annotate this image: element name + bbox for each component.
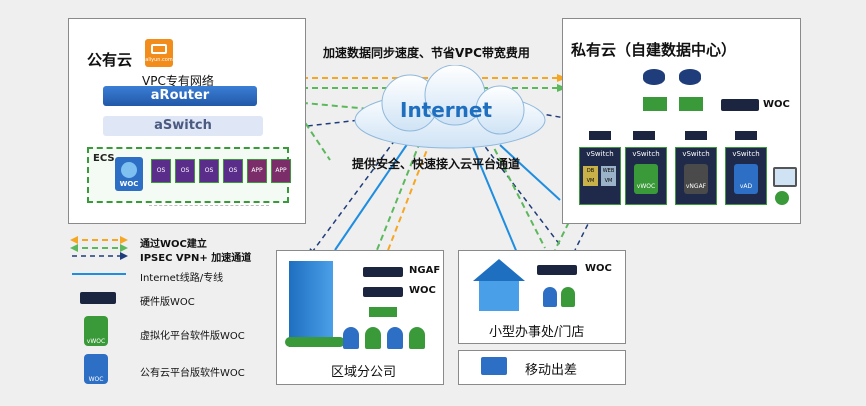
public-cloud-panel: 公有云 aliyun.com VPC专有网络 aRouter aSwitch E… <box>68 18 306 224</box>
vwoc-icon: vWOC <box>84 316 108 346</box>
office-building-icon <box>289 261 333 347</box>
ecs-woc-text: WOC <box>119 180 139 188</box>
access-switch-icon-2 <box>633 131 655 140</box>
legend-item-woc-tunnel: 通过WOC建立 <box>140 239 207 250</box>
office-user-icon-2 <box>561 287 575 307</box>
small-office-panel: WOC 小型办事处/门店 <box>458 250 626 344</box>
building-shrubs-icon <box>285 337 345 347</box>
private-cloud-panel: 私有云（自建数据中心） WOC vSwitch DB VM WEB VM vSw… <box>562 18 801 224</box>
core-switch-icon-2 <box>679 97 703 111</box>
legend: 通过WOC建立 IPSEC VPN+ 加速通道 Internet线路/专线 硬件… <box>70 232 270 392</box>
ngaf-device-icon <box>363 267 403 277</box>
arouter-bar: aRouter <box>103 86 257 106</box>
legend-item-ipsec: IPSEC VPN+ 加速通道 <box>140 253 252 264</box>
legend-item-virtual-woc: 虚拟化平台软件版WOC <box>140 331 245 342</box>
office-woc-label: WOC <box>585 263 612 274</box>
vswitch-label-1: vSwitch <box>586 150 614 158</box>
aliyun-logo-icon: aliyun.com <box>145 39 173 67</box>
vm-app-1: APP <box>247 159 267 183</box>
ecs-shadow-divider <box>149 205 269 218</box>
server-rack-3: vSwitch vNGAF <box>675 147 717 205</box>
small-office-title: 小型办事处/门店 <box>489 325 585 340</box>
branch-woc-device-icon <box>363 287 403 297</box>
router-icon-2 <box>679 69 701 85</box>
ecs-group: ECS WOC OS OS OS OS APP APP <box>87 147 291 203</box>
legend-item-internet: Internet线路/专线 <box>140 273 224 284</box>
vad-card: vAD <box>734 164 758 194</box>
user-icon-3 <box>387 327 403 349</box>
hardware-woc-icon <box>80 292 116 304</box>
mobile-title: 移动出差 <box>525 363 578 378</box>
public-cloud-title: 公有云 <box>87 51 133 69</box>
access-switch-icon-3 <box>685 131 707 140</box>
vswitch-label-2: vSwitch <box>632 150 660 158</box>
vm-os-2: OS <box>175 159 195 183</box>
private-woc-label: WOC <box>763 99 790 110</box>
office-user-icon-1 <box>543 287 557 307</box>
legend-item-cloud-woc: 公有云平台版软件WOC <box>140 368 245 379</box>
core-switch-icon-1 <box>643 97 667 111</box>
web-vm-card: WEB VM <box>601 166 616 186</box>
branch-woc-label: WOC <box>409 285 436 296</box>
access-switch-icon-1 <box>589 131 611 140</box>
server-rack-4: vSwitch vAD <box>725 147 767 205</box>
internet-bottom-text: 提供安全、快速接入云平台通道 <box>352 157 521 171</box>
access-switch-icon-4 <box>735 131 757 140</box>
vwoc-card: vWOC <box>634 164 658 194</box>
db-vm-card: DB VM <box>583 166 598 186</box>
user-icon-1 <box>343 327 359 349</box>
internet-label: Internet <box>400 98 493 122</box>
vpc-label: VPC专有网络 <box>142 74 214 88</box>
internet-top-text: 加速数据同步速度、节省VPC带宽费用 <box>323 46 530 60</box>
private-woc-device-icon <box>721 99 759 111</box>
vngaf-card: vNGAF <box>684 164 708 194</box>
branch-panel: NGAF WOC 区域分公司 <box>276 250 444 385</box>
wifi-icon <box>775 191 789 205</box>
branch-switch-icon <box>369 307 397 317</box>
legend-item-hardware-woc: 硬件版WOC <box>140 297 195 308</box>
vm-os-1: OS <box>151 159 171 183</box>
aliyun-logo-text: aliyun.com <box>145 57 173 63</box>
vswitch-label-4: vSwitch <box>732 150 760 158</box>
mobile-panel: 移动出差 <box>458 350 626 385</box>
branch-users-group <box>343 327 439 351</box>
user-icon-2 <box>365 327 381 349</box>
laptop-user-icon <box>481 357 507 375</box>
branch-title: 区域分公司 <box>331 365 397 380</box>
vswitch-label-3: vSwitch <box>682 150 710 158</box>
home-office-icon <box>473 259 525 311</box>
woc-cloud-icon: WOC <box>115 157 143 191</box>
office-users-group <box>543 287 593 311</box>
vm-app-2: APP <box>271 159 291 183</box>
ecs-label: ECS <box>93 153 115 164</box>
router-icon-1 <box>643 69 665 85</box>
server-rack-1: vSwitch DB VM WEB VM <box>579 147 621 205</box>
ngaf-label: NGAF <box>409 265 441 276</box>
user-icon-4 <box>409 327 425 349</box>
vm-os-3: OS <box>199 159 219 183</box>
monitor-icon <box>773 167 797 187</box>
cloud-woc-icon: WOC <box>84 354 108 384</box>
server-rack-2: vSwitch vWOC <box>625 147 667 205</box>
aswitch-bar: aSwitch <box>103 116 263 136</box>
private-cloud-title: 私有云（自建数据中心） <box>571 41 737 59</box>
vm-os-4: OS <box>223 159 243 183</box>
vm-row: OS OS OS OS APP APP <box>151 159 291 183</box>
legend-lines <box>70 236 128 275</box>
internet-cloud-icon <box>354 65 546 149</box>
office-woc-device-icon <box>537 265 577 275</box>
